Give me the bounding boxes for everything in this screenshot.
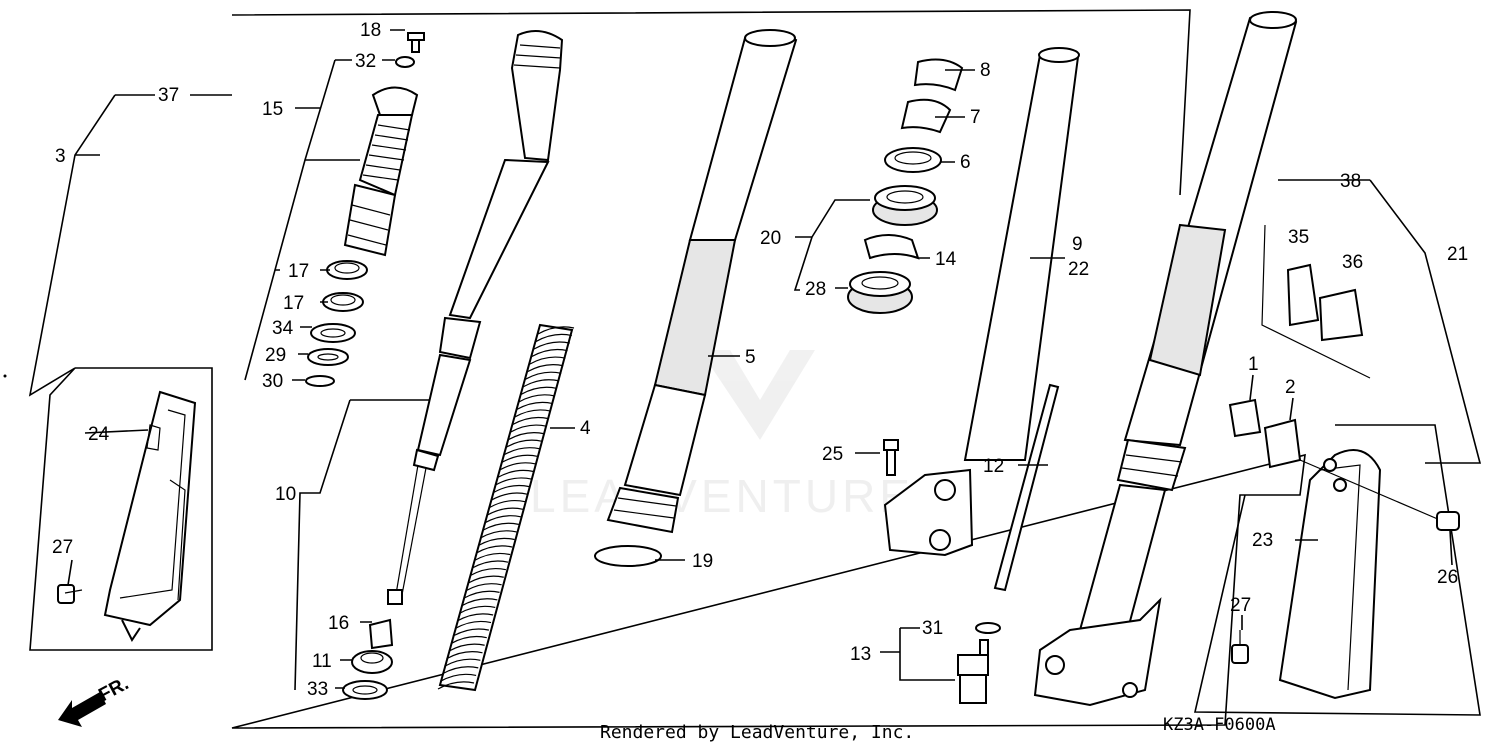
washer-30: [305, 375, 335, 387]
watermark-text: LEADVENTURE: [530, 470, 914, 522]
washer-29: [307, 348, 349, 366]
callout-17-upper: 17: [288, 261, 309, 282]
callout-11: 11: [312, 651, 332, 672]
callout-35: 35: [1288, 227, 1309, 248]
callout-18: 18: [360, 20, 381, 41]
callout-16: 16: [328, 613, 349, 634]
bushing-8: [913, 58, 964, 92]
callout-3: 3: [55, 146, 66, 167]
callout-22: 22: [1068, 259, 1089, 280]
callout-2: 2: [1285, 377, 1296, 398]
valve-13: [957, 639, 989, 704]
callout-20: 20: [760, 228, 781, 249]
callout-24: 24: [88, 424, 110, 445]
snap-ring-19: [594, 545, 662, 567]
ring-17b: [322, 292, 364, 312]
washer-34-hole: [320, 328, 346, 338]
callout-25: 25: [822, 444, 843, 465]
callout-29: 29: [265, 345, 286, 366]
clip-14: [863, 234, 920, 260]
main-frame: [231, 9, 1306, 729]
dust-seal-28: [847, 271, 913, 314]
callout-27-left: 27: [52, 537, 73, 558]
left-fork-guard: [103, 390, 197, 642]
callout-7: 7: [970, 107, 981, 128]
callout-28: 28: [805, 279, 826, 300]
inner-tube-9: [883, 47, 1080, 557]
bolt-26: [1436, 511, 1460, 531]
bolt-18: [407, 32, 425, 53]
washer-33: [342, 680, 388, 700]
callout-38: 38: [1340, 171, 1361, 192]
front-arrow: FR.: [58, 673, 132, 727]
washer-29-hole: [317, 353, 339, 361]
outer-tube-5: [606, 29, 798, 534]
nut-11: [351, 650, 393, 674]
bolt-26-line: [1299, 459, 1441, 521]
bolt-27-right: [1231, 630, 1249, 664]
damper-cartridge-15: [343, 86, 419, 257]
callout-15: 15: [262, 99, 283, 120]
callout-31: 31: [922, 618, 943, 639]
callout-19: 19: [692, 551, 713, 572]
rod-12: [993, 383, 1060, 592]
callout-8: 8: [980, 60, 991, 81]
leader-lines: [28, 29, 1482, 691]
bracket-1: [1228, 398, 1262, 438]
watermark: LEADVENTURE: [530, 350, 914, 522]
callout-13: 13: [850, 644, 871, 665]
stray-dot: [3, 374, 7, 378]
callout-36: 36: [1342, 252, 1363, 273]
callout-21: 21: [1447, 244, 1468, 265]
callout-14: 14: [935, 249, 957, 270]
bracket-2: [1263, 418, 1302, 469]
bracket-group-line: [1261, 224, 1371, 379]
right-group-frame: [1193, 424, 1481, 716]
callout-17-lower: 17: [283, 293, 304, 314]
footer-credit: Rendered by LeadVenture, Inc.: [600, 722, 914, 743]
washer-6: [884, 147, 942, 173]
oil-seal-20: [872, 185, 938, 226]
callout-37: 37: [158, 85, 179, 106]
ring-17a: [326, 260, 368, 280]
callout-9: 9: [1072, 234, 1083, 255]
callout-34: 34: [272, 318, 294, 339]
diagram-code: KZ3A-F0600A: [1163, 715, 1276, 735]
callout-23: 23: [1252, 530, 1273, 551]
assembled-fork-38: [1033, 11, 1298, 707]
callout-4: 4: [580, 418, 591, 439]
callout-1: 1: [1248, 354, 1259, 375]
callout-6: 6: [960, 152, 971, 173]
fork-spring-4: [437, 323, 575, 692]
oring-32: [395, 56, 415, 68]
bolt-25: [883, 439, 899, 476]
callout-30: 30: [262, 371, 283, 392]
callout-26: 26: [1437, 567, 1458, 588]
bracket-36: [1318, 288, 1364, 342]
bolt-27-left: [57, 584, 83, 604]
callout-32: 32: [355, 51, 376, 72]
right-fork-guard-23: [1278, 449, 1382, 700]
nut-16: [368, 618, 394, 650]
washer-33-hole: [352, 685, 378, 695]
oring-31: [975, 622, 1001, 634]
left-group-frame: [29, 367, 213, 651]
bushing-7: [900, 98, 952, 134]
damper-rod-10: [387, 30, 564, 605]
bracket-35: [1286, 263, 1320, 327]
callout-5: 5: [745, 347, 756, 368]
washer-34: [310, 323, 356, 343]
callout-33: 33: [307, 679, 328, 700]
callout-labels: 1 2 3 4 5 6 7 8 9 10 11 12 13 14 15 16 1…: [52, 20, 1468, 700]
callout-27-right: 27: [1230, 595, 1251, 616]
callout-12: 12: [983, 456, 1004, 477]
callout-10: 10: [275, 484, 296, 505]
